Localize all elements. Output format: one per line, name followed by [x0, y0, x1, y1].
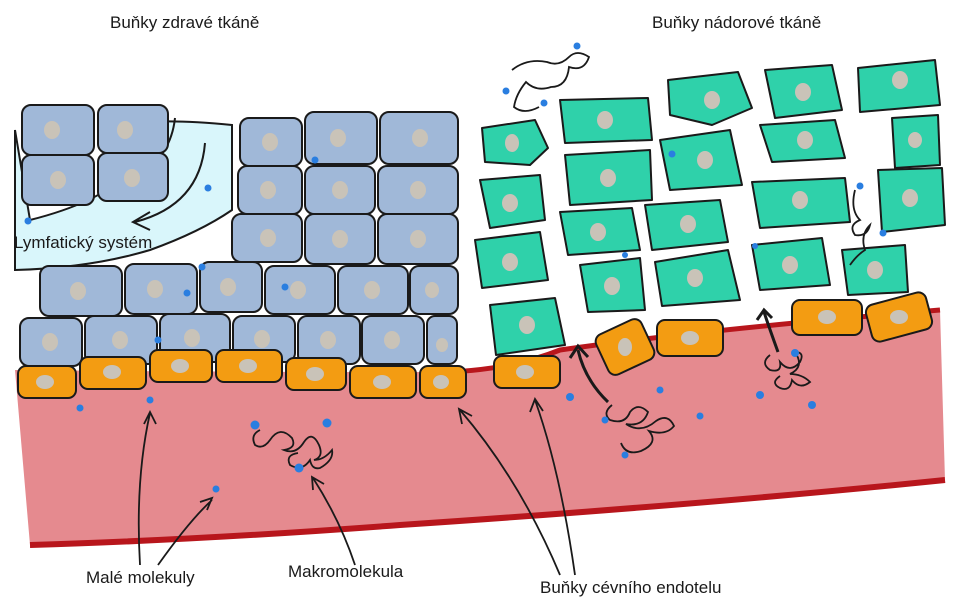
- endothelium-label: Buňky cévního endotelu: [540, 578, 721, 598]
- healthy-tissue-title: Buňky zdravé tkáně: [110, 13, 259, 33]
- tumor-cell: [668, 72, 752, 125]
- small-molecule: [295, 464, 304, 473]
- endothelial-cell: [80, 357, 146, 389]
- tumor-cell: [858, 60, 940, 112]
- small-molecule: [669, 151, 676, 158]
- tumor-cell: [475, 232, 548, 288]
- small-molecule: [657, 387, 664, 394]
- endothelial-cell: [494, 356, 560, 388]
- small-molecule: [756, 391, 764, 399]
- tumor-cell: [490, 298, 565, 355]
- healthy-cell: [305, 112, 377, 164]
- small-molecule: [155, 337, 162, 344]
- healthy-cell: [378, 214, 458, 264]
- tumor-cell: [560, 98, 652, 143]
- endothelial-cell: [350, 366, 416, 398]
- healthy-cell: [410, 266, 458, 314]
- healthy-cell: [298, 316, 360, 364]
- endothelial-cell: [286, 358, 346, 390]
- small-molecule: [752, 243, 758, 249]
- small-molecule: [574, 43, 581, 50]
- tumor-cell: [645, 200, 728, 250]
- tumor-cell: [580, 258, 645, 312]
- small-molecule: [147, 397, 154, 404]
- tumor-cell: [892, 115, 940, 168]
- tumor-cell: [565, 150, 652, 205]
- small-molecule: [791, 349, 799, 357]
- healthy-cell: [22, 155, 94, 205]
- healthy-cell: [338, 266, 408, 314]
- healthy-cell: [20, 318, 82, 366]
- small-molecule: [77, 405, 84, 412]
- tumor-cell: [878, 168, 945, 232]
- tumor-cell: [842, 245, 908, 295]
- small-molecule: [323, 419, 332, 428]
- small-molecule: [697, 413, 704, 420]
- tumor-cell: [482, 120, 548, 165]
- healthy-cell: [305, 214, 375, 264]
- healthy-cell: [378, 166, 458, 214]
- small-molecules-label: Malé molekuly: [86, 568, 195, 588]
- small-molecule: [622, 452, 629, 459]
- small-molecule: [880, 230, 887, 237]
- healthy-cell: [380, 112, 458, 164]
- healthy-cell: [265, 266, 335, 314]
- small-molecule: [205, 185, 212, 192]
- small-molecule: [282, 284, 289, 291]
- healthy-cell: [200, 262, 262, 312]
- endothelial-cell: [420, 366, 466, 398]
- small-molecule: [808, 401, 816, 409]
- healthy-cell: [98, 153, 168, 201]
- endothelial-cell: [150, 350, 212, 382]
- small-molecule: [622, 252, 628, 258]
- healthy-cell: [362, 316, 424, 364]
- tumor-tissue-title: Buňky nádorové tkáně: [652, 13, 821, 33]
- tumor-cell: [752, 238, 830, 290]
- small-molecule: [251, 421, 260, 430]
- tumor-cell: [480, 175, 545, 228]
- healthy-cell: [22, 105, 94, 155]
- healthy-cell: [238, 166, 302, 214]
- endothelial-cell: [216, 350, 282, 382]
- healthy-cell: [98, 105, 168, 153]
- small-molecule: [199, 264, 206, 271]
- small-molecule: [25, 218, 32, 225]
- lymphatic-system-label: Lymfatický systém: [14, 233, 152, 253]
- tumor-cell: [655, 250, 740, 306]
- healthy-cell: [232, 214, 302, 262]
- endothelial-cell: [792, 300, 862, 335]
- small-molecule: [312, 157, 319, 164]
- healthy-cell: [125, 264, 197, 314]
- endothelial-cell: [657, 320, 723, 356]
- tumor-cell: [752, 178, 850, 228]
- tumor-cell: [765, 65, 842, 118]
- small-molecule: [503, 88, 510, 95]
- small-molecule: [213, 486, 220, 493]
- tumor-cell: [560, 208, 640, 255]
- endothelial-cell: [18, 366, 76, 398]
- macromolecule-label: Makromolekula: [288, 562, 403, 582]
- healthy-cell: [427, 316, 457, 364]
- small-molecule: [566, 393, 574, 401]
- healthy-cell: [240, 118, 302, 166]
- small-molecule: [857, 183, 864, 190]
- small-molecule: [602, 417, 609, 424]
- small-molecule: [184, 290, 191, 297]
- healthy-cell: [40, 266, 122, 316]
- tumor-cell: [760, 120, 845, 162]
- healthy-cell: [305, 166, 375, 214]
- small-molecule: [541, 100, 548, 107]
- tumor-cell: [660, 130, 742, 190]
